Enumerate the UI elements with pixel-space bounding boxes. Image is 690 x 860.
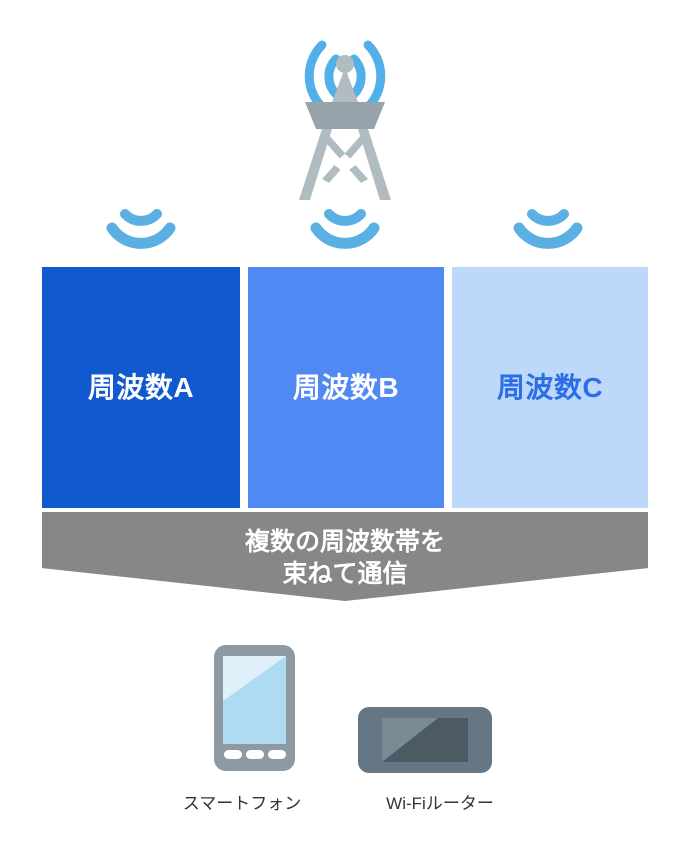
banner-text-line-1: 複数の周波数帯を [244,528,445,556]
banner-text: 複数の周波数帯を 束ねて通信 [42,526,648,590]
tower-antenna-tip [336,55,354,73]
wifi-router-icon [358,707,492,773]
frequency-block-c: 周波数C [452,267,648,508]
wifi-router-caption: Wi-Fiルーター [386,794,494,813]
phone-button-1 [224,750,242,759]
aggregation-banner: 複数の周波数帯を 束ねて通信 [42,512,648,601]
wifi-arc-icon-a [105,206,177,250]
smartphone-icon [212,643,297,773]
frequency-block-a: 周波数A [42,267,240,508]
tower-leg-right [358,129,391,200]
phone-button-3 [268,750,286,759]
frequency-block-b: 周波数B [248,267,444,508]
wifi-arc-icon-c [512,206,584,250]
tower-mast [332,68,358,102]
router-screen-glare [382,718,438,762]
frequency-block-a-label: 周波数A [87,371,195,403]
phone-button-2 [246,750,264,759]
tower-brace-gap [333,154,357,173]
tower-leg-left [299,129,332,200]
frequency-block-b-label: 周波数B [292,371,400,403]
frequency-blocks: 周波数A 周波数B 周波数C [42,267,648,508]
phone-screen-glare [223,656,286,701]
wifi-arc-icon-b [309,206,381,250]
tower-wave-left [304,40,341,112]
tower-platform [305,102,385,129]
smartphone-caption: スマートフォン [182,794,302,813]
tower-wave-right [349,40,386,112]
banner-text-line-2: 束ねて通信 [282,560,408,588]
cell-tower-icon [270,32,420,202]
frequency-block-c-label: 周波数C [496,371,604,403]
